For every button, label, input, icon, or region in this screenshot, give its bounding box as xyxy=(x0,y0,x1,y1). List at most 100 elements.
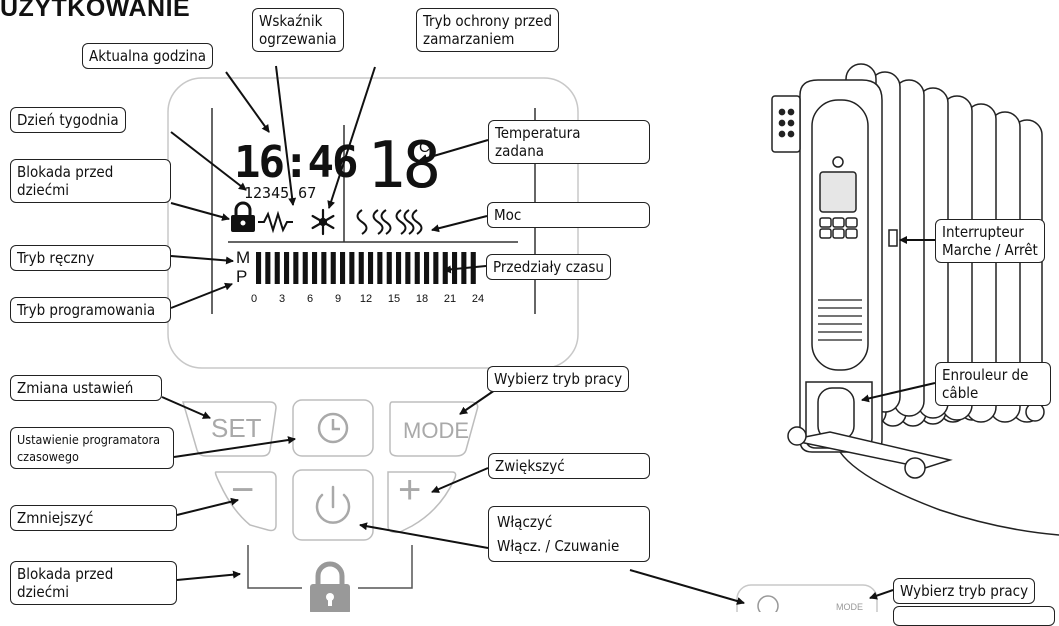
callout-text: Dzień tygodnia xyxy=(17,111,119,129)
callout-text: câble xyxy=(942,384,979,402)
pointer-arrows xyxy=(161,65,936,605)
hour-tick-label: 9 xyxy=(335,293,341,305)
time-slot-bar xyxy=(414,252,420,284)
minus-button-shape[interactable] xyxy=(214,471,277,532)
set-button-label[interactable]: SET xyxy=(211,413,262,443)
minus-button-label[interactable]: − xyxy=(231,468,255,512)
child-lock-bracket xyxy=(247,545,413,589)
time-slot-bar xyxy=(284,252,290,284)
callout-dzien-tygodnia: Dzień tygodnia xyxy=(10,107,126,133)
time-slot-bars xyxy=(256,252,476,284)
callout-temperatura-zadana: Temperatura zadana xyxy=(488,120,650,164)
program-mode-letter: P xyxy=(236,267,247,286)
callout-text: Włączyć xyxy=(497,513,553,531)
time-slot-bar xyxy=(321,252,327,284)
callout-enrouleur: Enrouleur de câble xyxy=(935,362,1051,406)
callout-text: Wybierz tryb pracy xyxy=(900,582,1029,600)
callout-blokada-przed-dziecmi-2: Blokada przed dziećmi xyxy=(10,561,177,605)
mode-button-shape[interactable] xyxy=(389,401,479,457)
plus-button-label[interactable]: + xyxy=(398,468,422,512)
hour-tick-label: 12 xyxy=(360,293,372,305)
callout-przedzialy-czasu: Przedziały czasu xyxy=(486,254,611,280)
callout-text: Marche / Arrêt xyxy=(942,241,1038,259)
radiator-illustration xyxy=(771,63,1059,536)
callout-zmiana-ustawien: Zmiana ustawień xyxy=(10,375,162,401)
callout-text: Blokada przed xyxy=(17,163,114,181)
callout-text: zamarzaniem xyxy=(423,30,515,48)
callout-text: Ustawienie programatora xyxy=(17,432,161,447)
power-button-shape[interactable] xyxy=(292,469,374,541)
time-slot-bar xyxy=(340,252,346,284)
time-slot-bar xyxy=(368,252,374,284)
hour-tick-label: 6 xyxy=(307,293,313,305)
time-slot-bar xyxy=(386,252,392,284)
time-slot-bar xyxy=(312,252,318,284)
clock-icon[interactable] xyxy=(317,412,349,444)
callout-aktualna-godzina: Aktualna godzina xyxy=(82,43,214,69)
callout-tryb-programowania: Tryb programowania xyxy=(10,297,171,323)
callout-text: czasowego xyxy=(17,449,79,464)
hour-tick-label: 18 xyxy=(416,293,428,305)
radiator-vents xyxy=(818,299,862,341)
callout-zwiekszyc: Zwiększyć xyxy=(488,453,650,479)
callout-text: Tryb programowania xyxy=(17,301,156,319)
callout-wskaznik-ogrzewania: Wskaźnik ogrzewania xyxy=(252,8,344,52)
callout-blokada-przed-dziecmi: Blokada przed dziećmi xyxy=(10,159,171,203)
mini-panel: MODE xyxy=(736,584,878,612)
callout-tryb-ochrony: Tryb ochrony przed zamarzaniem xyxy=(416,8,560,52)
on-off-switch xyxy=(888,229,898,247)
time-slot-bar xyxy=(424,252,430,284)
hour-tick-label: 21 xyxy=(444,293,456,305)
callout-text: Interrupteur xyxy=(942,223,1024,241)
callout-tryb-reczny: Tryb ręczny xyxy=(10,245,171,271)
power-icon[interactable] xyxy=(315,485,351,524)
set-button-shape[interactable] xyxy=(182,401,277,457)
manual-mode-letter: M xyxy=(236,248,250,267)
clock-button-shape[interactable] xyxy=(292,399,374,457)
callout-text: Moc xyxy=(494,206,522,224)
callout-text: Temperatura xyxy=(495,124,581,142)
callout-text: zadana xyxy=(495,142,545,160)
callout-text: Wybierz tryb pracy xyxy=(494,370,623,388)
time-slot-bar xyxy=(396,252,402,284)
mini-mode-label: MODE xyxy=(836,602,863,612)
callout-text: Zmiana ustawień xyxy=(17,379,134,397)
remote-control xyxy=(771,95,801,153)
lcd-temperature: 18 xyxy=(367,129,438,203)
radiator-display xyxy=(819,171,857,213)
radiator-buttons xyxy=(819,217,858,239)
callout-text: Przedziały czasu xyxy=(493,258,604,276)
mode-button-label[interactable]: MODE xyxy=(403,418,469,443)
callout-text: Włącz. / Czuwanie xyxy=(497,537,620,555)
callout-interrupteur: Interrupteur Marche / Arrêt xyxy=(935,219,1045,263)
heating-indicator-icon xyxy=(258,210,293,234)
callout-wybierz-tryb-pracy: Wybierz tryb pracy xyxy=(487,366,630,392)
lcd-days: 12345 67 xyxy=(244,184,316,202)
callout-text: Zwiększyć xyxy=(495,457,565,475)
hour-tick-label: 15 xyxy=(388,293,400,305)
time-slot-bar xyxy=(330,252,336,284)
callout-text: ogrzewania xyxy=(259,30,337,48)
time-slot-bar xyxy=(358,252,364,284)
power-level-icon xyxy=(356,209,423,235)
child-lock-icon xyxy=(310,561,350,612)
time-slot-bar xyxy=(274,252,280,284)
callout-text: Enrouleur de xyxy=(942,366,1029,384)
time-slot-bar xyxy=(256,252,262,284)
hour-tick-label: 3 xyxy=(279,293,285,305)
callout-wlaczyc: Włączyć Włącz. / Czuwanie xyxy=(488,506,650,562)
hour-tick-label: 0 xyxy=(251,293,257,305)
time-slot-bar xyxy=(405,252,411,284)
power-cable xyxy=(839,451,1059,536)
callout-cut-off xyxy=(893,606,1055,626)
time-slot-bar xyxy=(265,252,271,284)
time-slot-bar xyxy=(302,252,308,284)
callout-zmniejszyc: Zmniejszyć xyxy=(10,505,177,531)
time-slot-bar xyxy=(442,252,448,284)
callout-moc: Moc xyxy=(487,202,650,228)
time-slot-bar xyxy=(293,252,299,284)
callout-text: Tryb ochrony przed xyxy=(423,12,553,30)
time-slot-bar xyxy=(377,252,383,284)
